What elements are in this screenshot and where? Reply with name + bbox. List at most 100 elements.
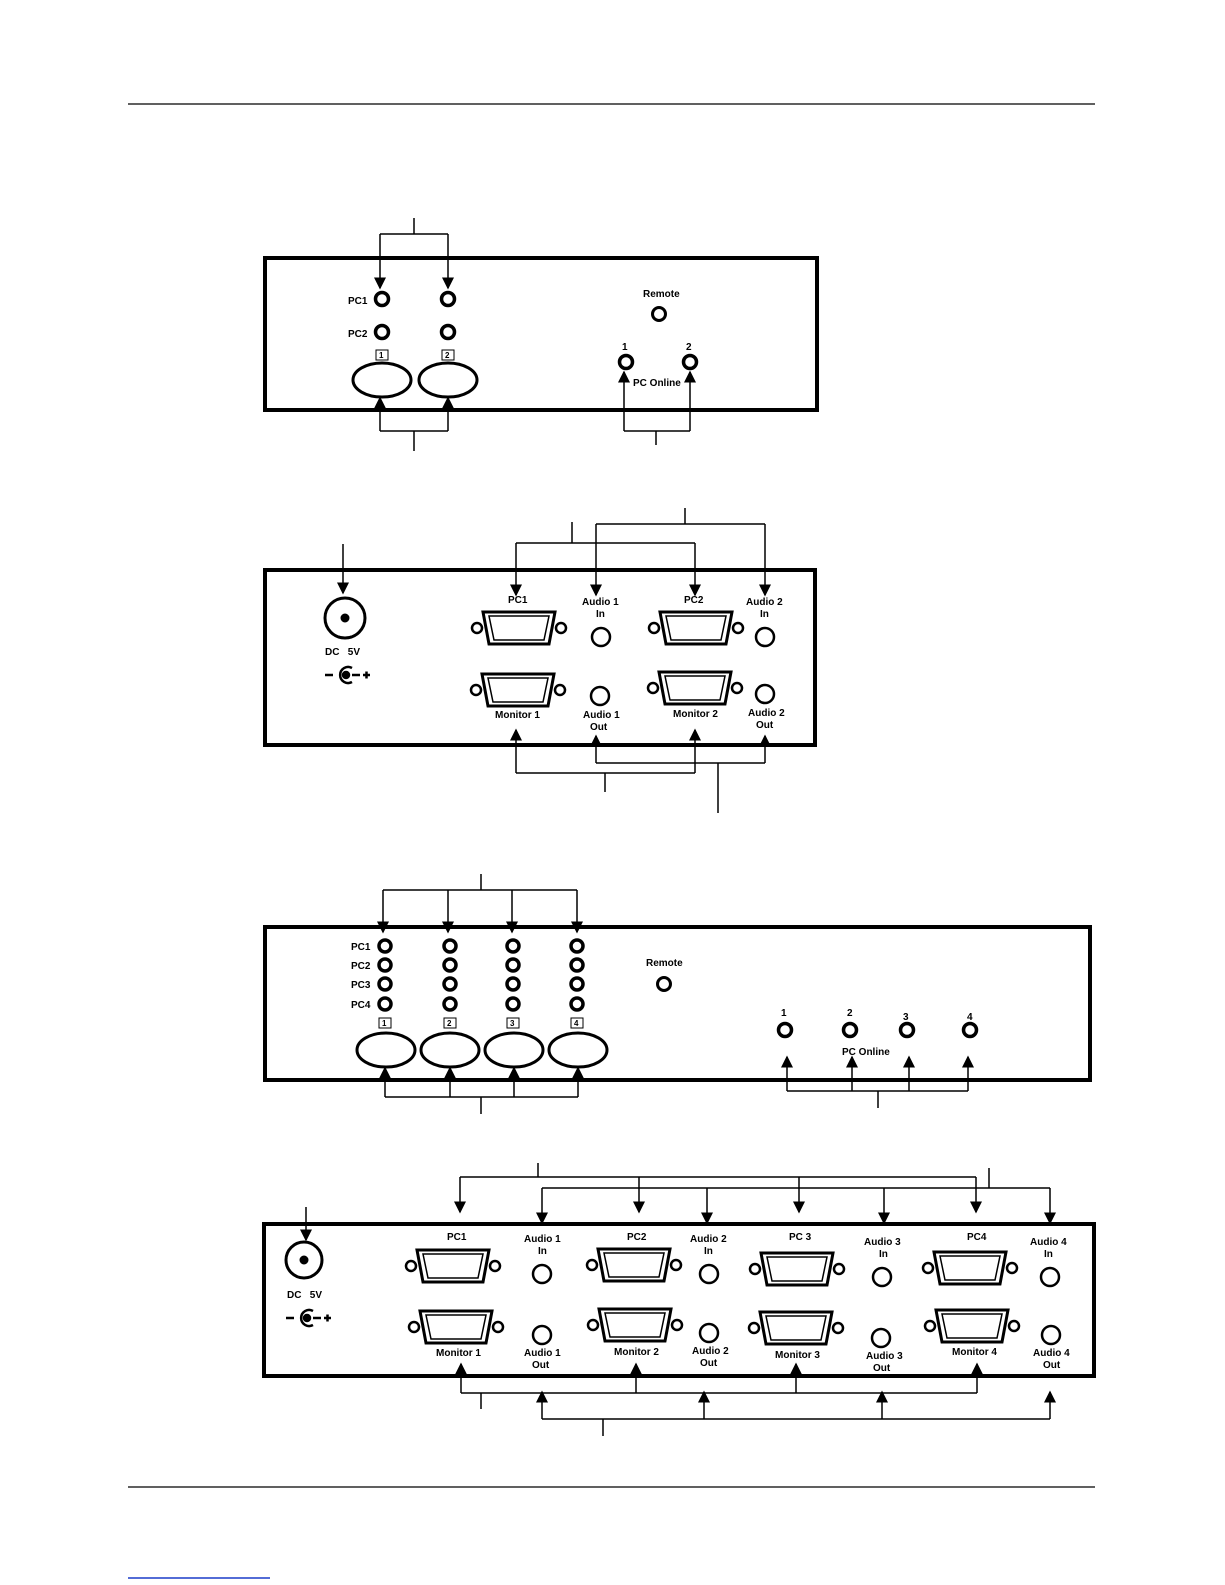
audio-out-label: Out (590, 722, 608, 733)
vga-monitor-port (586, 1307, 684, 1343)
online-number: 2 (847, 1008, 853, 1019)
panel-outline (263, 568, 817, 747)
led-indicator (569, 976, 585, 992)
audio-in-jack (531, 1263, 553, 1285)
audio-in-jack (698, 1263, 720, 1285)
vga-pc-port (647, 610, 745, 646)
monitor-port-label: Monitor 4 (952, 1347, 997, 1358)
monitor-port-label: Monitor 1 (495, 710, 540, 721)
front-panel-4port: PC1 PC2 PC3 PC4 1 2 3 4 (263, 874, 1092, 1114)
button-number: 4 (574, 1019, 579, 1028)
audio-in-label: In (760, 609, 769, 620)
audio-out-label: Out (532, 1360, 550, 1371)
audio-out-label: Audio 1 (583, 710, 620, 721)
audio-out-label: Out (756, 720, 774, 731)
audio-out-jack (531, 1324, 553, 1346)
online-number: 2 (686, 342, 692, 353)
led-indicator (442, 996, 458, 1012)
remote-port (651, 306, 667, 322)
audio-in-label: In (879, 1249, 888, 1260)
panel-outline (263, 256, 819, 412)
led-row-label: PC3 (351, 980, 371, 991)
button-number: 2 (447, 1019, 452, 1028)
audio-in-label: Audio 3 (864, 1237, 901, 1248)
button-number: 2 (445, 351, 450, 360)
led-indicator (505, 957, 521, 973)
monitor-port-label: Monitor 1 (436, 1348, 481, 1359)
led-indicator (569, 996, 585, 1012)
front-panel-2port: PC1 PC2 1 2 Remote 1 2 PC Online (263, 218, 819, 451)
audio-in-label: Audio 2 (690, 1234, 727, 1245)
led-indicator (377, 957, 393, 973)
online-number: 3 (903, 1012, 909, 1023)
audio-out-label: Audio 3 (866, 1351, 903, 1362)
led-indicator (373, 323, 391, 341)
button-number-box (570, 1017, 584, 1029)
vga-monitor-port (923, 1308, 1021, 1344)
led-row-label: PC4 (351, 1000, 371, 1011)
audio-in-label: Audio 4 (1030, 1237, 1067, 1248)
audio-in-jack (871, 1266, 893, 1288)
polarity-icon (286, 1308, 331, 1328)
callout-leader (377, 874, 974, 1114)
led-indicator (505, 996, 521, 1012)
button-number-box (441, 349, 455, 361)
vga-pc-port (470, 610, 568, 646)
audio-out-label: Audio 2 (692, 1346, 729, 1357)
audio-out-label: Audio 2 (748, 708, 785, 719)
led-row-label: PC1 (351, 942, 371, 953)
online-led (617, 353, 635, 371)
pc-port-label: PC1 (508, 595, 528, 606)
pc-online-label: PC Online (842, 1047, 890, 1058)
pc-port-label: PC1 (447, 1232, 467, 1243)
rear-panel-2port: DC 5V PC1 PC2 (263, 508, 817, 813)
online-number: 1 (781, 1008, 787, 1019)
audio-in-label: In (1044, 1249, 1053, 1260)
led-indicator (442, 938, 458, 954)
vga-monitor-port (407, 1309, 505, 1345)
audio-out-label: Out (1043, 1360, 1061, 1371)
led-indicator (439, 323, 457, 341)
audio-in-jack (754, 626, 776, 648)
monitor-port-label: Monitor 2 (673, 709, 718, 720)
pc-port-label: PC 3 (789, 1232, 812, 1243)
audio-out-label: Audio 4 (1033, 1348, 1070, 1359)
audio-out-jack (754, 683, 776, 705)
led-indicator (505, 938, 521, 954)
rear-panel-4port: DC 5V PC1 PC2 PC 3 PC4 (262, 1163, 1096, 1436)
button-number-box (375, 349, 389, 361)
audio-in-label: In (538, 1246, 547, 1257)
button-number-box (443, 1017, 457, 1029)
port-select-button (419, 1031, 481, 1069)
led-indicator (569, 957, 585, 973)
monitor-port-label: Monitor 2 (614, 1347, 659, 1358)
audio-in-label: Audio 1 (524, 1234, 561, 1245)
pc-port-label: PC4 (967, 1232, 987, 1243)
led-indicator (569, 938, 585, 954)
online-led (841, 1021, 859, 1039)
vga-monitor-port (469, 672, 567, 708)
audio-out-label: Audio 1 (524, 1348, 561, 1359)
online-led (681, 353, 699, 371)
led-row-label: PC2 (348, 329, 368, 340)
audio-in-label: In (596, 609, 605, 620)
port-select-button (355, 1031, 417, 1069)
audio-in-jack (1039, 1266, 1061, 1288)
audio-out-label: Out (873, 1363, 891, 1374)
audio-in-label: Audio 1 (582, 597, 619, 608)
pc-online-label: PC Online (633, 378, 681, 389)
power-label: DC 5V (325, 647, 360, 658)
pc-port-label: PC2 (627, 1232, 647, 1243)
online-led (898, 1021, 916, 1039)
remote-label: Remote (646, 958, 683, 969)
led-indicator (439, 290, 457, 308)
audio-in-jack (590, 626, 612, 648)
callout-leader (300, 1163, 1056, 1436)
online-number: 4 (967, 1012, 973, 1023)
led-indicator (377, 938, 393, 954)
led-indicator (442, 957, 458, 973)
audio-out-jack (870, 1327, 892, 1349)
monitor-port-label: Monitor 3 (775, 1350, 820, 1361)
audio-in-label: Audio 2 (746, 597, 783, 608)
